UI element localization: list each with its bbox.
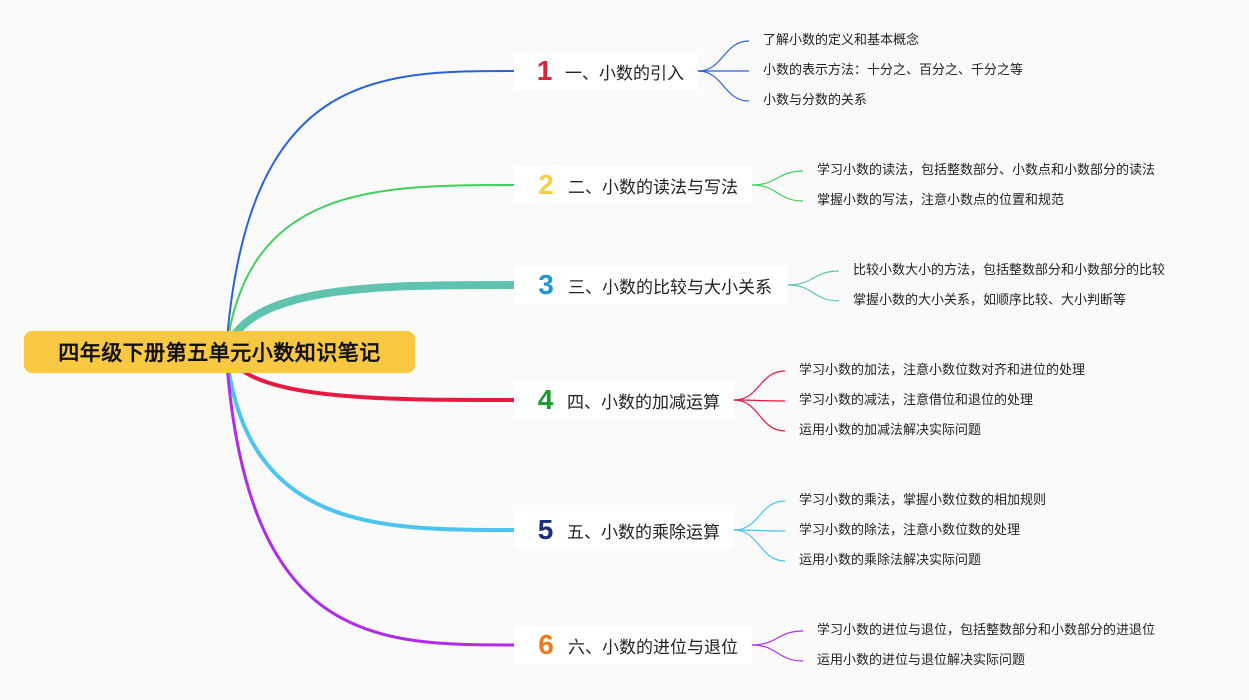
branch-connector-1 (225, 70, 515, 353)
subtopic[interactable]: 运用小数的乘除法解决实际问题 (799, 553, 982, 568)
leaf-connector-5-1 (733, 500, 786, 531)
leaf-connector-3-1 (787, 270, 840, 286)
branch-connector-6 (224, 350, 516, 647)
branch-topic-label: 五、小数的乘除运算 (567, 522, 720, 543)
subtopic[interactable]: 小数的表示方法：十分之、百分之、千分之等 (763, 63, 1024, 78)
branch-connector-3 (222, 281, 518, 356)
root-topic-label: 四年级下册第五单元小数知识笔记 (58, 341, 381, 365)
branch-topic-label: 三、小数的比较与大小关系 (568, 277, 772, 298)
leaf-connector-1-3 (697, 70, 750, 102)
branch-number-badge: 4 (537, 384, 554, 415)
branch-connector-5 (224, 350, 516, 532)
subtopic[interactable]: 学习小数的加法，注意小数位数对齐和进位的处理 (799, 363, 1086, 378)
subtopic[interactable]: 学习小数的乘法，掌握小数位数的相加规则 (799, 493, 1047, 508)
branch-topic-label: 四、小数的加减运算 (567, 392, 720, 413)
leaf-connector-4-3 (733, 399, 786, 432)
subtopic[interactable]: 了解小数的定义和基本概念 (763, 33, 920, 48)
leaf-connector-3-2 (787, 284, 840, 302)
branch-topic-4[interactable]: 4 四、小数的加减运算 (514, 381, 734, 419)
subtopic[interactable]: 学习小数的除法，注意小数位数的处理 (799, 523, 1021, 538)
subtopic[interactable]: 运用小数的加减法解决实际问题 (799, 423, 982, 438)
subtopic[interactable]: 运用小数的进位与退位解决实际问题 (817, 653, 1026, 668)
leaf-connector-2-1 (751, 170, 804, 186)
root-topic[interactable]: 四年级下册第五单元小数知识笔记 (24, 331, 415, 373)
branch-topic-label: 六、小数的进位与退位 (568, 637, 738, 658)
branch-number-badge: 2 (538, 169, 554, 200)
leaf-connector-6-1 (751, 630, 804, 646)
subtopic[interactable]: 掌握小数的写法，注意小数点的位置和规范 (817, 193, 1065, 208)
branch-topic-label: 二、小数的读法与写法 (568, 177, 738, 198)
subtopic[interactable]: 学习小数的进位与退位，包括整数部分和小数部分的进退位 (817, 623, 1156, 638)
subtopic[interactable]: 小数与分数的关系 (763, 93, 868, 108)
leaf-connector-2-2 (751, 184, 804, 202)
subtopic[interactable]: 学习小数的读法，包括整数部分、小数点和小数部分的读法 (817, 163, 1156, 178)
branch-topic-3[interactable]: 3 三、小数的比较与大小关系 (514, 266, 788, 304)
leaf-connector-1-1 (697, 40, 750, 72)
branch-topic-2[interactable]: 2 二、小数的读法与写法 (514, 166, 752, 204)
branch-topic-6[interactable]: 6 六、小数的进位与退位 (514, 626, 752, 664)
branch-number-badge: 6 (538, 629, 554, 660)
branch-number-badge: 1 (536, 55, 553, 86)
leaf-connector-6-2 (751, 644, 804, 662)
branch-number-badge: 3 (538, 269, 554, 300)
leaf-connector-4-1 (733, 370, 786, 401)
branch-topic-5[interactable]: 5 五、小数的乘除运算 (514, 511, 734, 549)
subtopic[interactable]: 学习小数的减法，注意借位和退位的处理 (799, 393, 1034, 408)
subtopic[interactable]: 比较小数大小的方法，包括整数部分和小数部分的比较 (853, 263, 1166, 278)
branch-topic-1[interactable]: 1 一、小数的引入 (514, 52, 698, 90)
branch-number-badge: 5 (537, 514, 554, 545)
branch-connector-2 (225, 184, 515, 353)
subtopic[interactable]: 掌握小数的大小关系，如顺序比较、大小判断等 (853, 293, 1127, 308)
leaf-connector-5-3 (733, 529, 786, 562)
branch-topic-label: 一、小数的引入 (565, 63, 684, 84)
